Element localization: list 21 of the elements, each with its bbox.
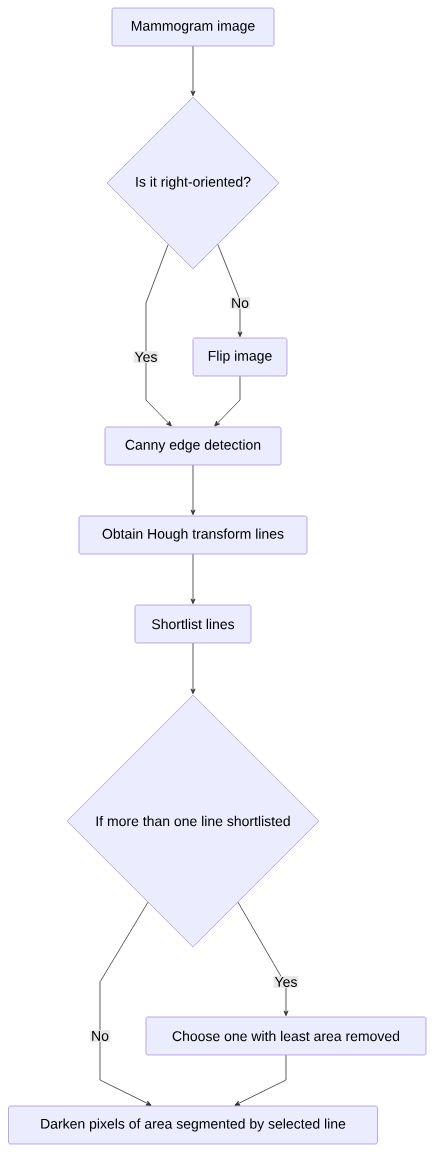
arrow (217, 244, 243, 338)
arrow (145, 244, 172, 427)
process-box: Darken pixels of area segmented by selected line (8, 1105, 378, 1145)
edge-label: Yes (133, 351, 159, 363)
edge-label: No (90, 1030, 110, 1042)
arrow (214, 375, 241, 427)
edge-label: Yes (273, 976, 299, 988)
arrow (234, 1054, 287, 1106)
process-box: Obtain Hough transform lines (78, 515, 308, 555)
process-box: Flip image (192, 337, 288, 377)
process-box: Shortlist lines (134, 604, 252, 644)
arrow (237, 901, 289, 1017)
arrow (190, 553, 196, 605)
process-box: Mammogram image (111, 7, 275, 47)
process-box: Choose one with least area removed (145, 1016, 427, 1056)
edge-label: No (230, 297, 250, 309)
arrow (190, 642, 196, 695)
process-box: Canny edge detection (104, 426, 282, 466)
arrow (190, 45, 196, 97)
arrow (190, 464, 196, 516)
arrow (99, 901, 152, 1106)
